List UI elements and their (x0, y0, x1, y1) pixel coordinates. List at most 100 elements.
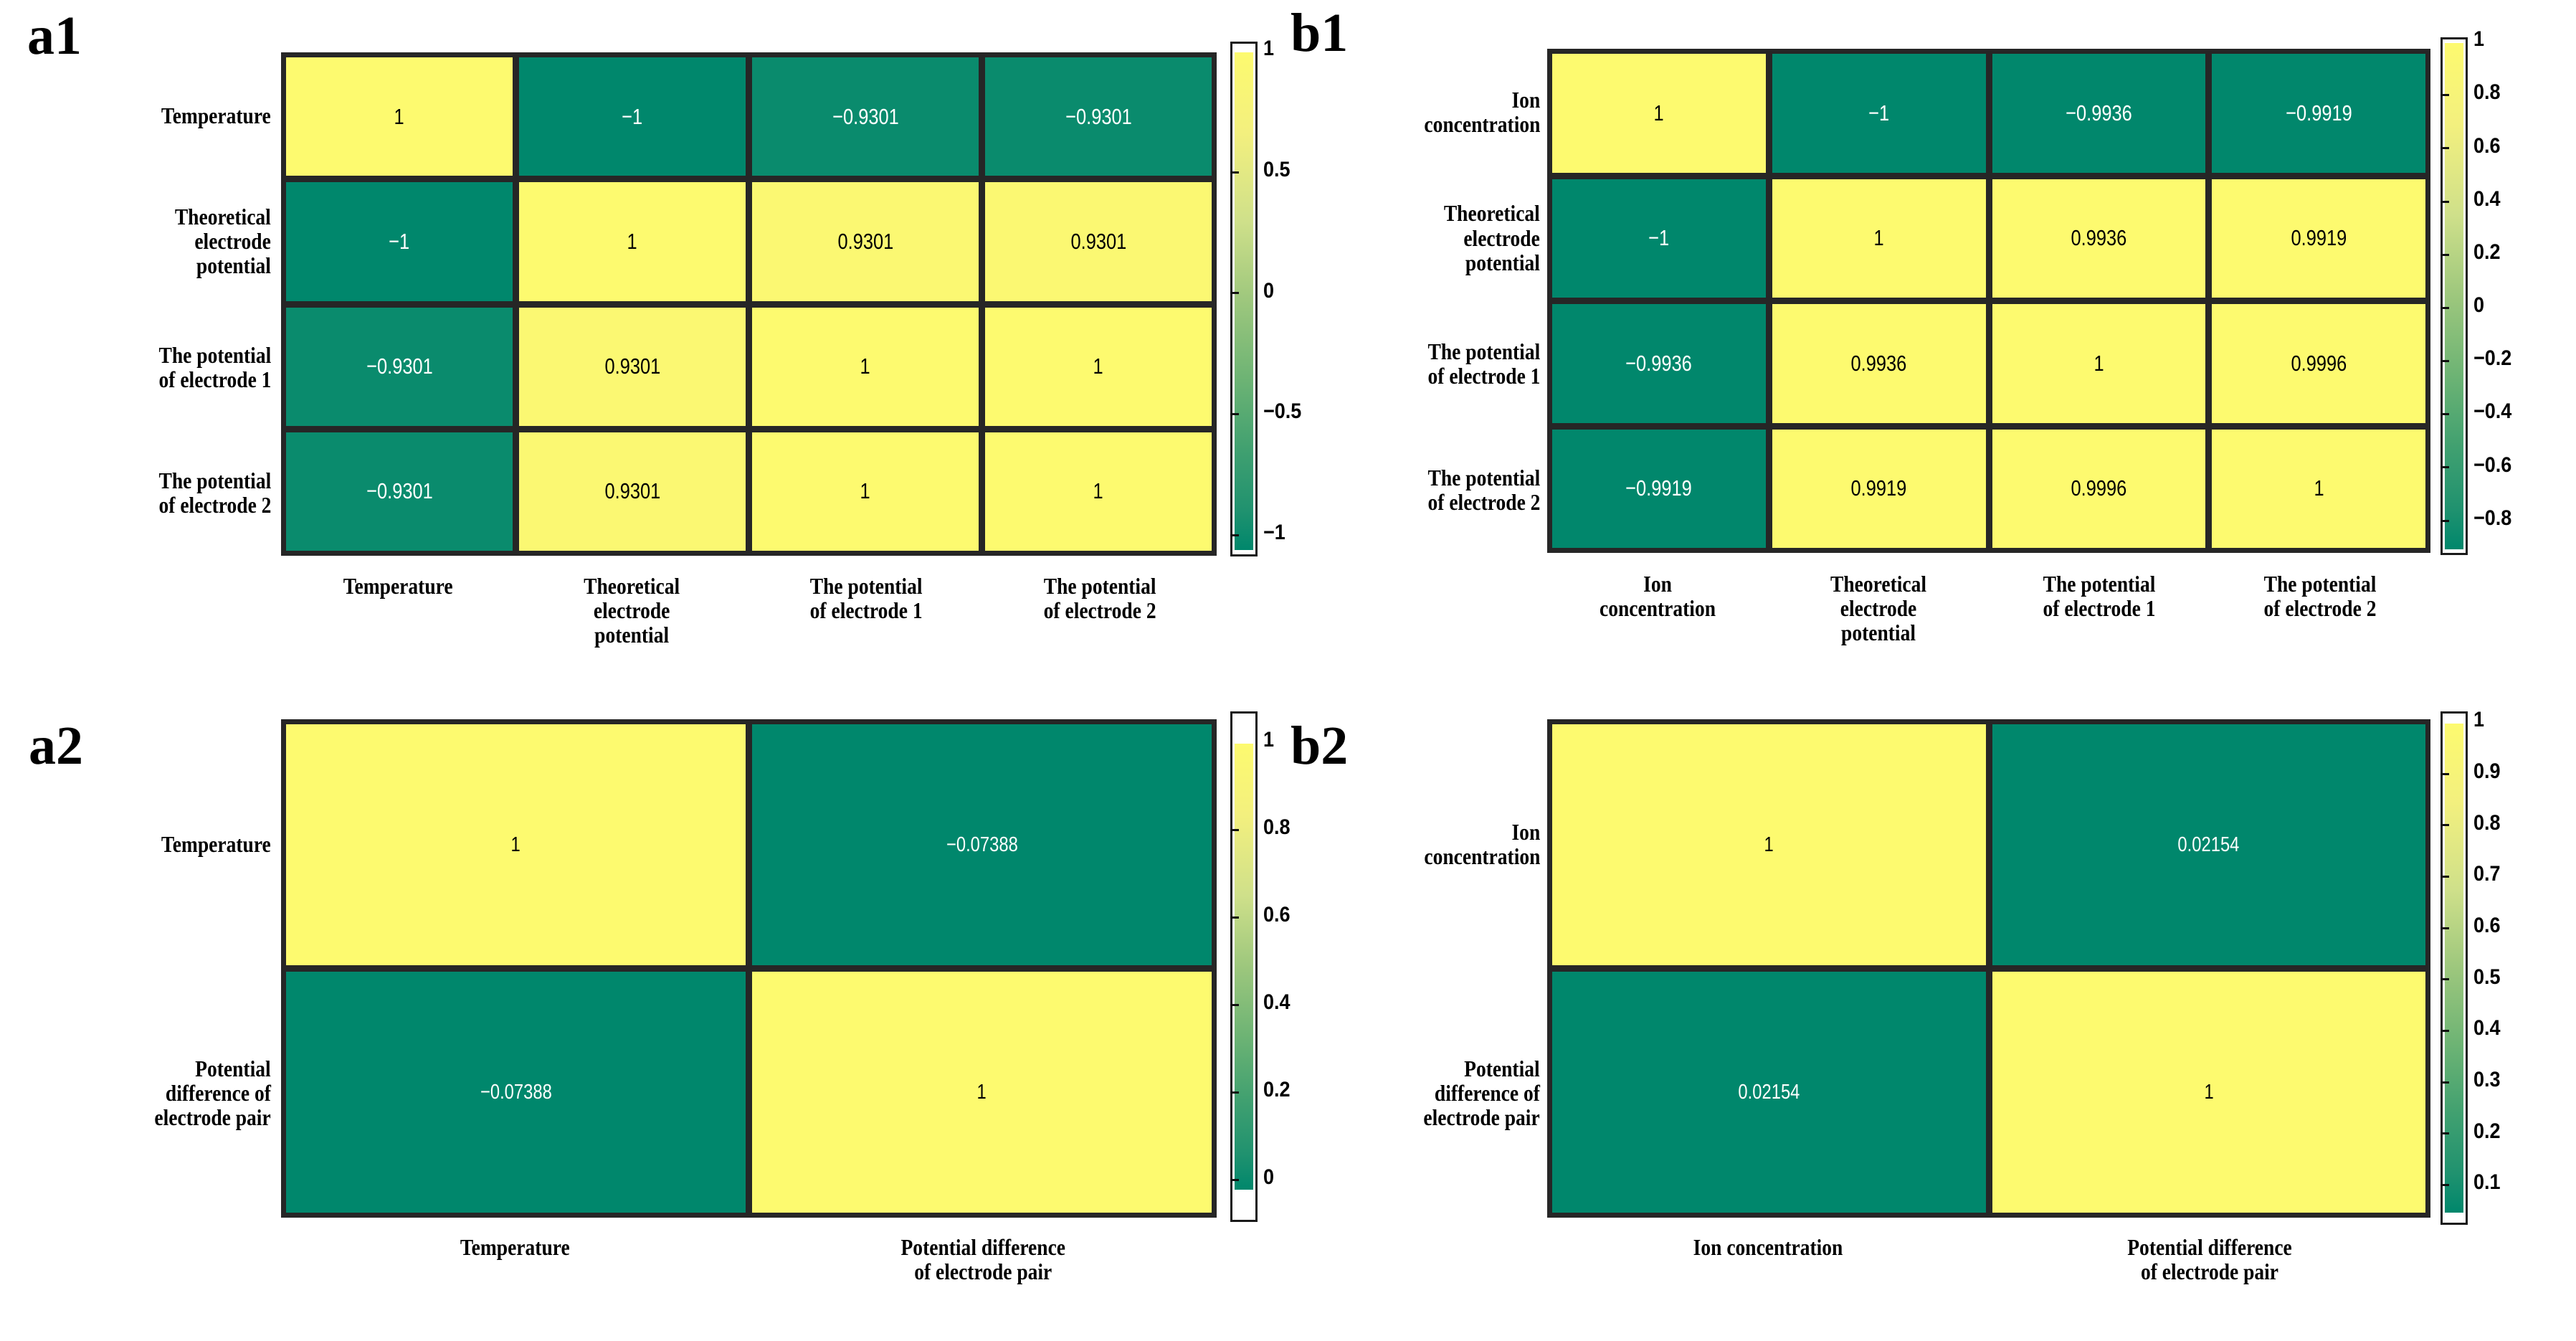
colorbar-tick (2440, 1184, 2449, 1186)
axis-label-line: Potential (1464, 1055, 1540, 1081)
axis-label-line: of electrode 1 (809, 597, 923, 624)
colorbar-tick-label: 0.4 (2473, 1018, 2504, 1039)
colorbar-gradient (2445, 724, 2463, 1213)
axis-label-line: of electrode 1 (2043, 595, 2156, 622)
axis-label-line: difference of (166, 1080, 271, 1107)
colorbar-tick-text: 0.8 (2473, 811, 2501, 835)
heatmap-cell: 0.9996 (2212, 304, 2425, 423)
heatmap-cell: 1 (286, 724, 746, 965)
colorbar-tick (1230, 829, 1239, 831)
axis-label-line: The potential (2263, 571, 2377, 597)
axis-label-line: The potential (809, 573, 922, 599)
heatmap-cell-value: −0.9919 (1625, 475, 1693, 501)
heatmap-cell-value: 1 (1764, 833, 1774, 856)
colorbar-tick-text: 0.7 (2473, 862, 2501, 886)
axis-label-line: potential (1465, 249, 1540, 275)
colorbar-tick (2440, 413, 2449, 415)
heatmap-cell-value: 1 (2204, 1080, 2214, 1104)
colorbar-tick (1230, 1179, 1239, 1181)
axis-label-line: of electrode 2 (1427, 489, 1540, 516)
colorbar-gradient (1235, 52, 1253, 550)
colorbar-tick-text: 0.8 (2473, 80, 2501, 104)
heatmap-cell-value: 0.9301 (1070, 228, 1126, 254)
axis-label-line: The potential (158, 341, 271, 368)
axis-label-line: Potential (195, 1055, 271, 1081)
colorbar-frame (2440, 711, 2468, 1225)
axis-label-line: electrode (1840, 595, 1917, 622)
colorbar-frame (1230, 711, 1258, 1222)
colorbar-tick-label: −0.4 (2473, 401, 2516, 422)
colorbar-tick-label: 1 (2473, 29, 2486, 50)
colorbar-tick-label: −0.2 (2473, 348, 2516, 369)
axis-label-line: of electrode pair (913, 1259, 1052, 1285)
axis-label-line: electrode (594, 597, 670, 624)
axis-label-line: The potential (158, 468, 271, 494)
heatmap-cell-value: 1 (510, 833, 521, 856)
heatmap-cell-value: 1 (976, 1080, 987, 1104)
colorbar-tick-text: 1 (2473, 27, 2485, 51)
heatmap-cell-value: 1 (394, 103, 405, 129)
heatmap-cell: 0.9919 (1772, 429, 1986, 548)
heatmap-cell: 0.9301 (519, 307, 746, 426)
colorbar-tick (2440, 254, 2449, 256)
axis-label-line: of electrode 2 (158, 492, 271, 518)
colorbar-tick-text: 0.3 (2473, 1068, 2501, 1091)
heatmap-cell-value: 1 (1873, 225, 1884, 251)
colorbar-tick-label: 0.7 (2473, 863, 2504, 885)
colorbar-tick-label: −1 (1263, 522, 1288, 544)
heatmap-cell-value: 0.9936 (2071, 225, 2127, 251)
colorbar-tick-text: 1 (1263, 37, 1275, 60)
colorbar-tick-label: 0.6 (2473, 136, 2504, 157)
heatmap-cell-value: 0.02154 (2177, 833, 2240, 856)
heatmap-cell: −0.9936 (1552, 304, 1766, 423)
axis-label-line: Theoretical (584, 573, 680, 599)
heatmap-cell-value: −0.07388 (946, 833, 1018, 856)
axis-label-line: difference of (1435, 1080, 1540, 1107)
heatmap-cell: 1 (1552, 724, 1986, 965)
heatmap-cell: 1 (286, 57, 513, 176)
axis-label-line: of electrode 1 (158, 366, 271, 392)
axis-label-line: potential (594, 622, 670, 648)
heatmap-cell: −0.9936 (1992, 54, 2206, 173)
colorbar-tick-text: −0.2 (2473, 346, 2512, 370)
panel-label-b1: b1 (1291, 3, 1349, 63)
colorbar-tick (2440, 1132, 2449, 1134)
axis-label-line: concentration (1423, 110, 1540, 137)
axis-column-label: Temperature (281, 574, 515, 598)
colorbar-tick-label: 0 (1263, 1167, 1275, 1188)
heatmap-cell: 0.9301 (519, 432, 746, 551)
colorbar-tick-label: 1 (2473, 709, 2486, 731)
heatmap-cell-value: 0.9301 (604, 354, 660, 379)
colorbar-tick-label: −0.8 (2473, 508, 2516, 529)
colorbar-tick (2440, 876, 2449, 878)
heatmap-cell: −0.9301 (985, 57, 1212, 176)
colorbar-tick (2440, 147, 2449, 149)
colorbar-tick-label: 0.3 (2473, 1069, 2504, 1091)
colorbar-tick (2440, 978, 2449, 980)
panel-label-b2: b2 (1291, 716, 1349, 776)
heatmap-cell: −0.9301 (286, 307, 513, 426)
heatmap-cell: 0.9301 (985, 182, 1212, 301)
heatmap-cell: 0.9936 (1772, 304, 1986, 423)
axis-label-line: of electrode 1 (1427, 363, 1540, 389)
heatmap-cell: −0.9301 (752, 57, 979, 176)
heatmap-cell: 0.9996 (1992, 429, 2206, 548)
colorbar-tick-text: 0.1 (2473, 1170, 2501, 1194)
heatmap-cell: 1 (752, 307, 979, 426)
axis-label-line: The potential (2043, 571, 2156, 597)
colorbar-gradient (2445, 43, 2463, 549)
axis-row-label: Temperature (7, 719, 271, 969)
heatmap-cell-value: −0.9301 (366, 354, 433, 379)
axis-label-line: Temperature (460, 1234, 570, 1260)
